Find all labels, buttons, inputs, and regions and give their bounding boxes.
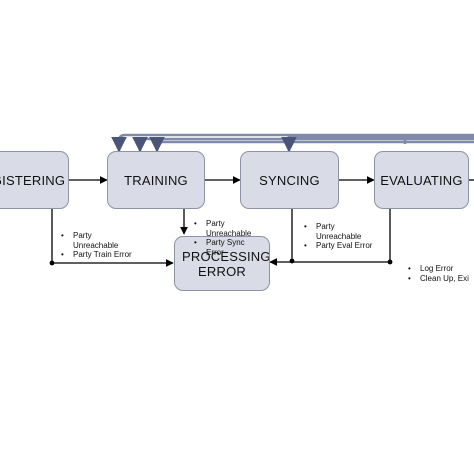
note-text: Log Error	[420, 264, 454, 273]
junction-dots	[49, 258, 393, 266]
state-processing-error-label: PROCESSING ERROR	[182, 248, 270, 279]
note-item: •Party Unreachable	[61, 231, 132, 250]
note-item: •Clean Up, Exi	[408, 273, 469, 283]
note-text: Party Train Error	[73, 250, 132, 259]
note-item: •Party Train Error	[61, 250, 132, 259]
evaluating-action-notes: •Log Error •Clean Up, Exi	[408, 264, 469, 283]
syncing-error-notes: •Party Unreachable •Party Eval Error	[304, 222, 372, 251]
note-text: Party Unreachable	[206, 219, 252, 238]
registering-error-notes: •Party Unreachable •Party Train Error	[61, 231, 132, 260]
state-training: TRAINING	[107, 151, 205, 209]
state-evaluating-label: EVALUATING	[380, 172, 463, 188]
state-syncing: SYNCING	[240, 151, 339, 209]
note-item: •Log Error	[408, 264, 454, 273]
note-item: •Party Unreachable	[304, 222, 372, 241]
state-registering-label: GISTERING	[0, 172, 66, 188]
state-training-label: TRAINING	[124, 172, 188, 188]
note-text: Party Unreachable	[73, 231, 119, 250]
training-error-notes: •Party Unreachable •Party Sync Error	[194, 219, 262, 257]
note-item: •Party Sync Error	[194, 238, 262, 257]
note-text: Party Sync Error	[206, 238, 245, 257]
state-registering: GISTERING	[0, 151, 69, 209]
feedback-loop	[111, 133, 474, 153]
note-text: Party Unreachable	[316, 222, 362, 241]
note-text: Clean Up, Exi	[420, 273, 469, 283]
state-processing-error: PROCESSING ERROR	[174, 236, 270, 291]
note-item: •Party Unreachable	[194, 219, 262, 238]
state-syncing-label: SYNCING	[259, 172, 320, 188]
note-text: Party Eval Error	[316, 241, 373, 250]
state-evaluating: EVALUATING	[374, 151, 469, 209]
note-item: •Party Eval Error	[304, 241, 373, 250]
